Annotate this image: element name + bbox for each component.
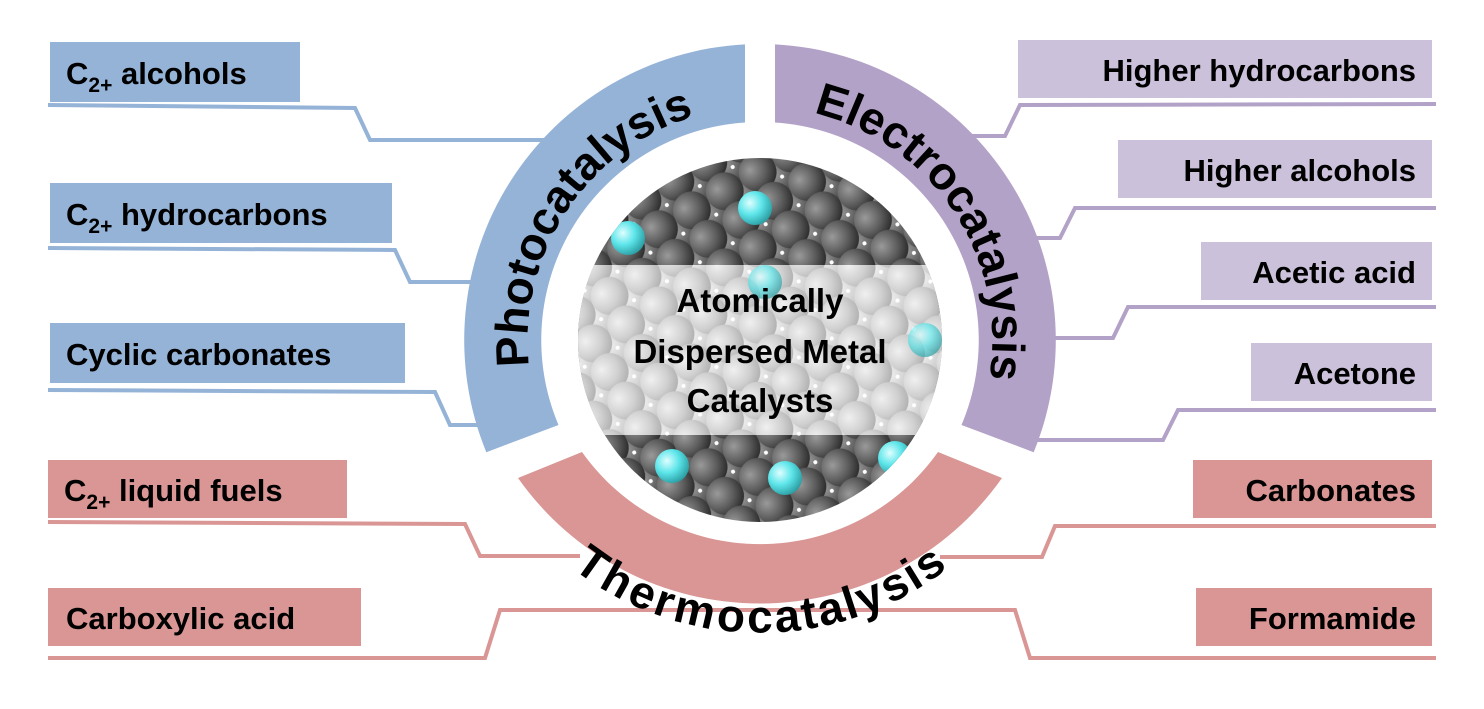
product-box-carboxylic-acid <box>48 588 361 646</box>
product-box-acetone <box>1251 343 1432 401</box>
catalyst-atom-image <box>578 158 942 522</box>
metal-atom <box>611 221 645 255</box>
product-label: Formamide <box>1249 601 1416 636</box>
product-label: Acetone <box>1294 356 1416 391</box>
electrocatalysis-products: Higher hydrocarbons Higher alcohols Acet… <box>1018 40 1432 401</box>
product-box-cyclic-carbonates <box>50 323 405 383</box>
connector-line <box>940 524 1436 559</box>
connector-line <box>47 520 580 558</box>
product-label: Carboxylic acid <box>66 601 295 636</box>
photocatalysis-arc <box>464 44 745 453</box>
connector-lines <box>47 102 1437 660</box>
product-label: Higher hydrocarbons <box>1103 53 1417 88</box>
product-label: Acetic acid <box>1252 255 1416 290</box>
connector-line <box>1030 408 1436 442</box>
connector-line <box>47 103 555 142</box>
product-box-acetic-acid <box>1201 242 1432 300</box>
metal-atom <box>655 449 689 483</box>
center-title-line-2: Dispersed Metal <box>633 333 886 370</box>
metal-atom <box>738 191 772 225</box>
product-box-c2-alcohols <box>50 42 300 102</box>
electrocatalysis-arc <box>775 44 1056 453</box>
metal-atom <box>748 265 782 299</box>
product-label: Cyclic carbonates <box>66 337 331 372</box>
product-box-carbonates <box>1193 460 1432 518</box>
product-label: C2+ alcohols <box>66 56 247 97</box>
product-label: Higher alcohols <box>1183 153 1416 188</box>
product-box-higher-alcohols <box>1118 140 1432 198</box>
center-title-line-3: Catalysts <box>687 382 834 419</box>
connector-line <box>1030 206 1436 240</box>
photocatalysis-products: C2+ alcohols C2+ hydrocarbons Cyclic car… <box>50 42 405 383</box>
product-box-higher-hydrocarbons <box>1018 40 1432 98</box>
connector-line <box>945 102 1437 138</box>
connector-line <box>1040 305 1436 340</box>
connector-line <box>48 608 1436 660</box>
product-label: C2+ hydrocarbons <box>66 197 328 238</box>
metal-atom <box>768 461 802 495</box>
product-box-c2-hydrocarbons <box>50 183 392 243</box>
product-box-c2-liquid-fuels <box>48 460 347 518</box>
product-box-formamide <box>1196 588 1432 646</box>
product-label: Carbonates <box>1245 473 1416 508</box>
thermocatalysis-right-products: Carbonates Formamide <box>1193 460 1432 646</box>
metal-atom <box>878 441 912 475</box>
connector-line <box>47 388 495 427</box>
connector-line <box>47 246 480 284</box>
center-title-line-1: Atomically <box>677 282 845 319</box>
product-label: C2+ liquid fuels <box>64 473 283 514</box>
metal-atom <box>908 323 942 357</box>
thermocatalysis-arc <box>518 452 1002 604</box>
thermocatalysis-left-products: C2+ liquid fuels Carboxylic acid <box>48 460 361 646</box>
